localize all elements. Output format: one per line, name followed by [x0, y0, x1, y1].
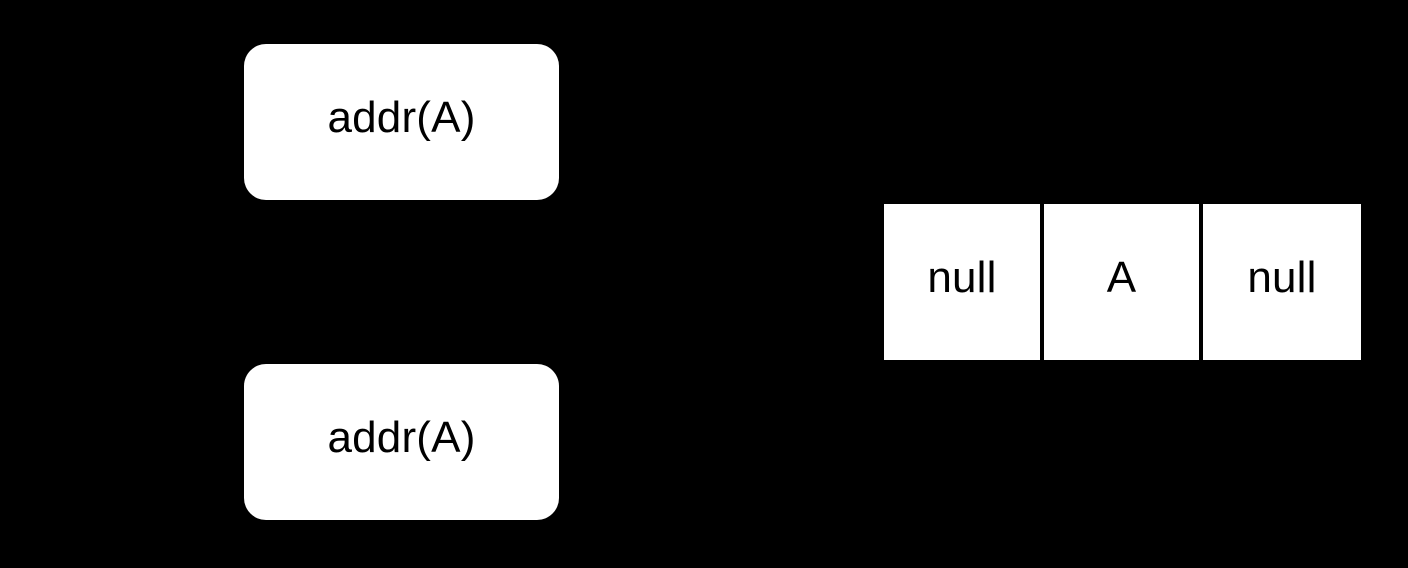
node-cell-prev[interactable]: null: [884, 204, 1040, 360]
pointer-box-bottom[interactable]: addr(A): [244, 364, 559, 520]
node-cell-divider-1: [1040, 204, 1044, 360]
node-cell-next[interactable]: null: [1203, 204, 1361, 360]
pointer-box-top[interactable]: addr(A): [244, 44, 559, 200]
node-record-table: null A null: [884, 204, 1361, 360]
pointer-box-top-label: addr(A): [327, 93, 476, 142]
pointer-box-bottom-label: addr(A): [327, 413, 476, 462]
node-cell-data[interactable]: A: [1044, 204, 1199, 360]
node-cell-divider-2: [1199, 204, 1203, 360]
